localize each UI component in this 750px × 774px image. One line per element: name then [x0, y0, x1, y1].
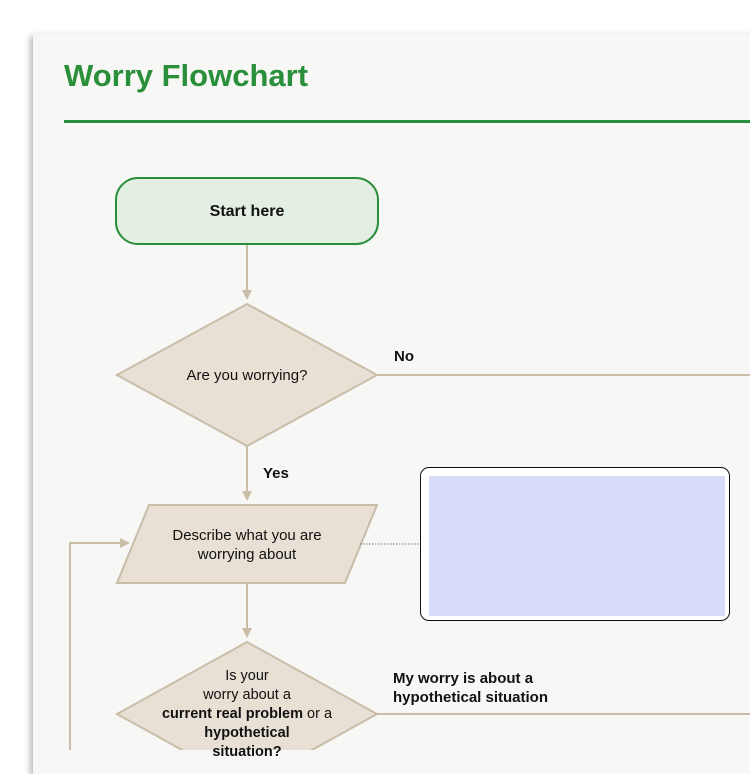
decision-problem-type-label: Is your worry about a current real probl… — [161, 668, 333, 760]
title-divider — [64, 120, 750, 123]
start-node — [115, 177, 379, 245]
loop-back-connector — [69, 538, 130, 750]
worry-notes-box[interactable] — [420, 467, 730, 621]
edge-label-yes: Yes — [263, 465, 289, 482]
describe-worry-label: Describe what you are worrying about — [172, 527, 322, 563]
flowchart-diagram — [69, 177, 750, 750]
decision-problem-type — [114, 640, 380, 750]
decision-worrying — [114, 302, 380, 448]
describe-worry-node — [115, 504, 379, 584]
page-title: Worry Flowchart — [64, 58, 309, 93]
worry-notes-field[interactable] — [429, 476, 725, 616]
edge-label-hypothetical: My worry is about a hypothetical situati… — [393, 670, 549, 706]
worksheet-page — [33, 34, 750, 774]
decision-worrying-label: Are you worrying? — [186, 367, 308, 384]
edge-label-no: No — [394, 348, 414, 365]
start-node-label: Start here — [209, 203, 285, 220]
